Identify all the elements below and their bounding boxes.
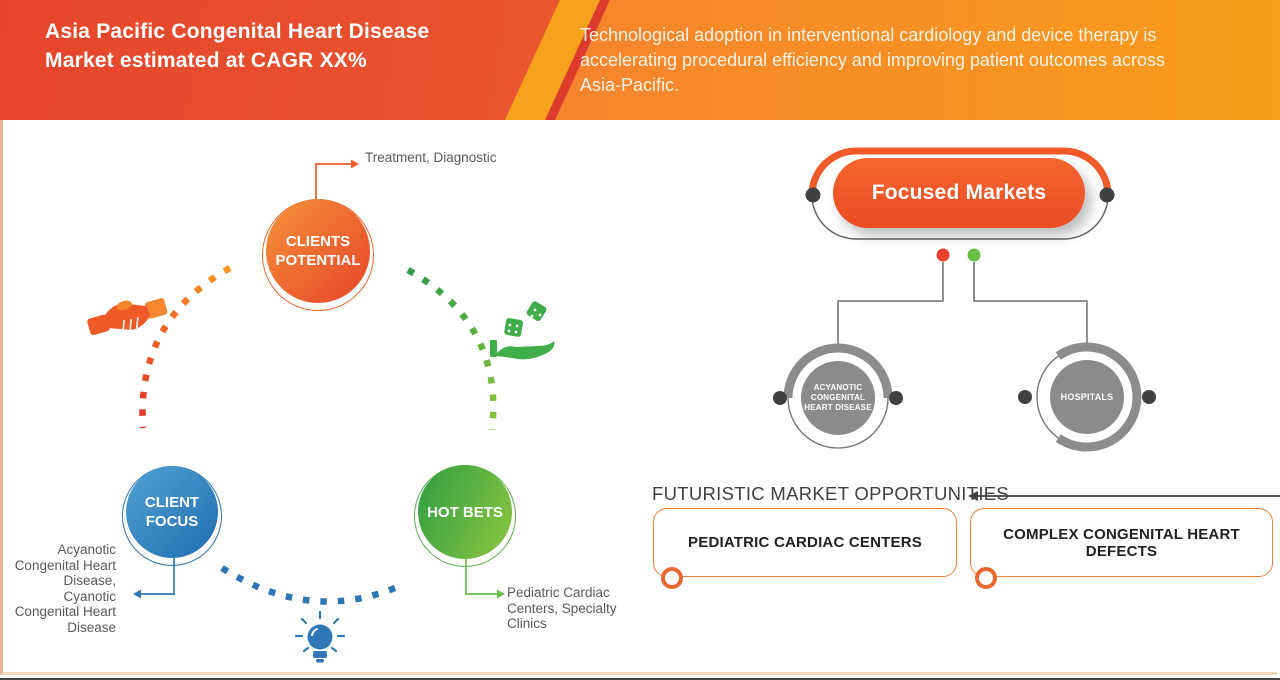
banner-description: Technological adoption in interventional…	[580, 25, 1165, 95]
header-banner: Asia Pacific Congenital Heart Disease Ma…	[0, 0, 1280, 120]
opportunity-card-complex: COMPLEX CONGENITAL HEART DEFECTS	[970, 508, 1273, 577]
callout-hot-bets: Pediatric Cardiac Centers, Specialty Cli…	[507, 585, 617, 631]
callout-client-focus: Acyanotic Congenital Heart Disease, Cyan…	[14, 542, 116, 635]
node-client-focus: CLIENT FOCUS	[126, 466, 218, 558]
focused-markets-pill: Focused Markets	[833, 158, 1085, 228]
opportunity-card-pediatric-label: PEDIATRIC CARDIAC CENTERS	[688, 534, 922, 551]
opportunity-card-pediatric-badge	[661, 567, 683, 589]
client-focus-label: CLIENT FOCUS	[144, 494, 200, 530]
opportunities-heading: FUTURISTIC MARKET OPPORTUNITIES	[652, 483, 1010, 504]
market-node-hospitals-label: HOSPITALS	[1060, 392, 1114, 402]
bottom-edge-bar	[0, 678, 1280, 680]
callout-treatment-diagnostic: Treatment, Diagnostic	[365, 150, 497, 165]
opportunity-card-pediatric: PEDIATRIC CARDIAC CENTERS	[653, 508, 957, 577]
hot-bets-label: HOT BETS	[427, 503, 503, 521]
handshake-icon	[87, 298, 168, 336]
node-clients-potential: CLIENTS POTENTIAL	[266, 199, 370, 303]
market-node-acd-label: ACYANOTIC CONGENITAL HEART DISEASE	[804, 383, 872, 412]
opportunity-card-complex-label: COMPLEX CONGENITAL HEART DEFECTS	[1003, 525, 1240, 560]
dice-hand-icon	[490, 301, 555, 360]
opportunity-card-complex-badge	[975, 567, 997, 589]
clients-potential-label: CLIENTS POTENTIAL	[275, 233, 361, 269]
lightbulb-icon	[294, 610, 346, 663]
page-title: Asia Pacific Congenital Heart Disease Ma…	[45, 20, 430, 72]
node-hot-bets: HOT BETS	[418, 465, 512, 559]
focused-markets-title: Focused Markets	[871, 181, 1047, 204]
banner-left-panel	[0, 0, 560, 120]
